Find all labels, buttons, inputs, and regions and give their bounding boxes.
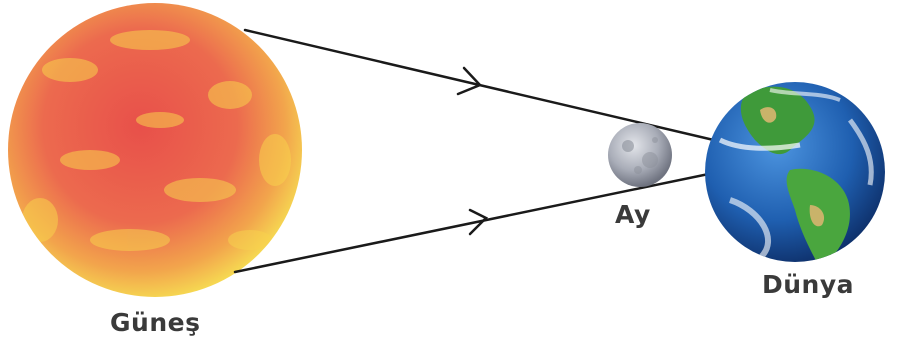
sun [8,3,302,297]
sun-label: Güneş [110,308,200,337]
moon-label: Ay [615,200,651,229]
earth [705,82,885,268]
moon [608,123,672,187]
upper-ray [245,30,735,145]
earth-label: Dünya [762,270,854,299]
